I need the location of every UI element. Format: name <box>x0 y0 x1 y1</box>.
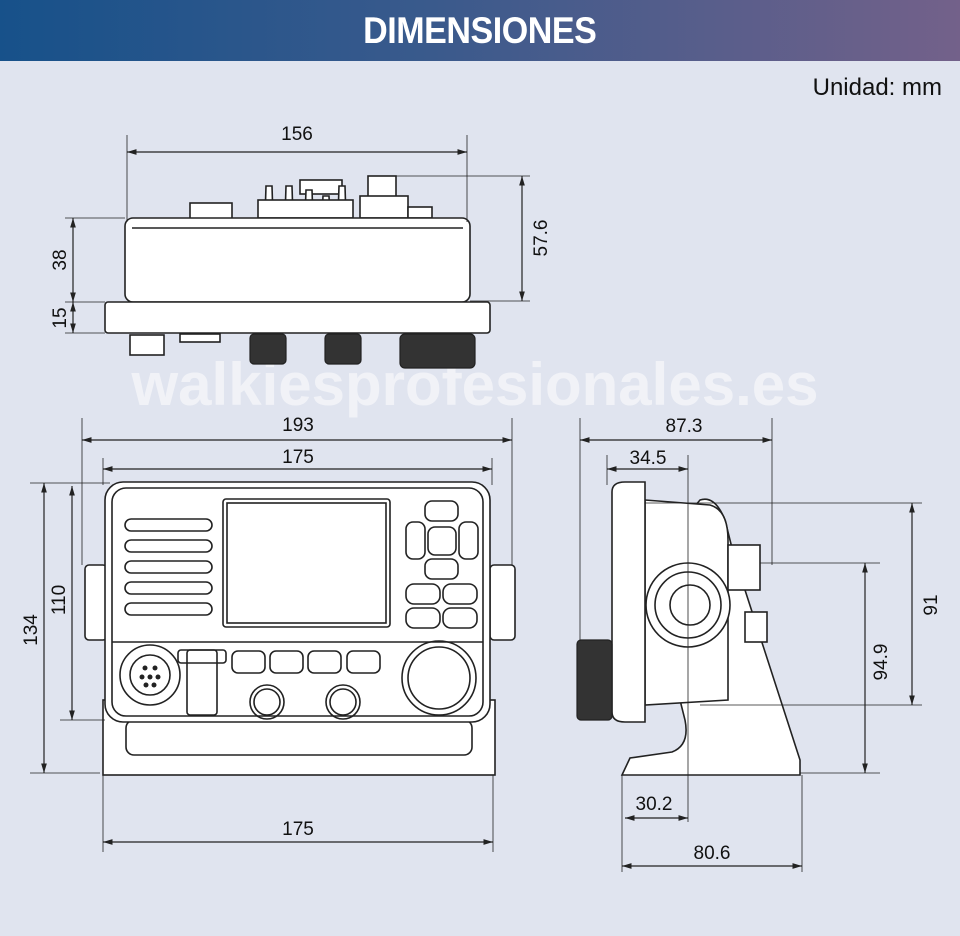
dim-front-width-outer: 193 <box>282 415 314 436</box>
header-banner: DIMENSIONES <box>0 0 960 61</box>
side-view <box>576 481 801 776</box>
dim-top-height-body: 38 <box>50 249 71 270</box>
dim-side-base-offset: 30.2 <box>636 794 673 815</box>
dim-side-depth-front: 34.5 <box>630 448 667 469</box>
front-view-dimensions: 193 175 134 110 175 <box>21 415 513 852</box>
dim-front-width-bottom: 175 <box>282 819 314 840</box>
dim-side-height-bracket: 94.9 <box>871 644 892 681</box>
dim-top-height-base: 15 <box>50 307 71 328</box>
dim-top-width: 156 <box>281 124 313 145</box>
dim-top-height-total: 57.6 <box>531 220 552 257</box>
dim-front-width-inner: 175 <box>282 447 314 468</box>
dim-side-depth-total: 87.3 <box>666 416 703 437</box>
side-view-dimensions: 87.3 34.5 91 94.9 30.2 80.6 <box>579 416 942 872</box>
top-view-dimensions: 156 57.6 38 15 <box>50 124 552 334</box>
dim-side-base-depth: 80.6 <box>694 843 731 864</box>
page-title: DIMENSIONES <box>363 9 597 51</box>
dim-side-height-pivot: 91 <box>921 594 942 615</box>
unit-label: Unidad: mm <box>812 74 942 101</box>
front-view <box>84 481 516 776</box>
top-view <box>104 175 491 369</box>
dim-front-height-body: 110 <box>49 585 70 615</box>
dim-front-height-total: 134 <box>21 614 42 646</box>
